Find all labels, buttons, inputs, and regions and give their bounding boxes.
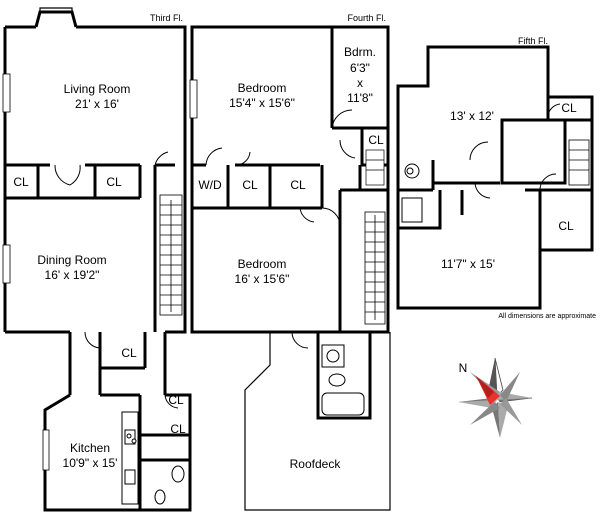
third-floor-label: Third Fl. [150, 13, 183, 23]
fourth-floor-outline [190, 25, 390, 334]
dining-room-name: Dining Room [37, 253, 106, 267]
bedroom-lower-name: Bedroom [238, 257, 287, 271]
fourth-floor-label: Fourth Fl. [347, 13, 386, 23]
kitchen-size: 10'9" x 15' [63, 456, 118, 470]
small-bedroom-name: Bdrm. [344, 45, 376, 59]
closet-label: CL [558, 219, 574, 233]
small-bedroom-by: x [357, 76, 363, 90]
bedroom-lower-size: 16' x 15'6" [235, 272, 290, 286]
bedroom-upper-name: Bedroom [238, 81, 287, 95]
stairs-fourth [364, 211, 386, 325]
closet-label: CL [13, 175, 29, 189]
stairs-fifth [568, 139, 590, 186]
stair-wall [153, 163, 175, 332]
kitchen-outline [43, 393, 192, 512]
fifth-floor [396, 45, 594, 310]
third-floor-outline [3, 25, 187, 334]
closet-label: CL [561, 101, 577, 115]
fourth-floor [189, 25, 391, 511]
fifth-floor-label: Fifth Fl. [518, 36, 548, 46]
compass-rose: N [458, 357, 533, 438]
wd-label: W/D [198, 178, 222, 192]
roofdeck-name: Roofdeck [290, 457, 342, 471]
third-floor [2, 7, 192, 512]
closet-label: CL [368, 133, 384, 147]
living-room-name: Living Room [64, 82, 131, 96]
living-room-size: 21' x 16' [75, 97, 119, 111]
living-window [2, 73, 11, 113]
kitchen-window [42, 429, 50, 471]
kitchen-name: Kitchen [70, 441, 110, 455]
bath-fixtures [321, 344, 365, 416]
dimension-note: All dimensions are approximate [498, 313, 596, 320]
closet-label: CL [106, 175, 122, 189]
bedroom-window [189, 79, 198, 119]
closet-label: CL [290, 178, 306, 192]
bay-window [34, 10, 78, 28]
fifth-room-a-size: 13' x 12' [450, 109, 494, 123]
small-stair [365, 149, 385, 186]
fifth-room-b-size: 11'7" x 15' [441, 257, 495, 271]
kitchen-counter [121, 411, 139, 505]
dining-window [2, 244, 11, 284]
closet-label: CL [121, 346, 137, 360]
fifth-bath [401, 163, 423, 223]
bedroom-upper-size: 15'4" x 15'6" [229, 96, 295, 110]
closet-label: CL [170, 422, 186, 436]
fifth-floor-outline [396, 45, 594, 310]
powder-room-fixtures [154, 465, 185, 505]
closet-label: CL [242, 178, 258, 192]
small-bedroom-length: 11'8" [347, 91, 373, 105]
closet-wall [5, 163, 142, 200]
stairs-third [159, 194, 183, 316]
compass-north-label: N [459, 361, 468, 375]
roofdeck-outline [244, 332, 391, 511]
dining-room-size: 16' x 19'2" [45, 268, 100, 282]
small-bedroom-width: 6'3" [350, 61, 370, 75]
closet-label: CL [168, 393, 184, 407]
